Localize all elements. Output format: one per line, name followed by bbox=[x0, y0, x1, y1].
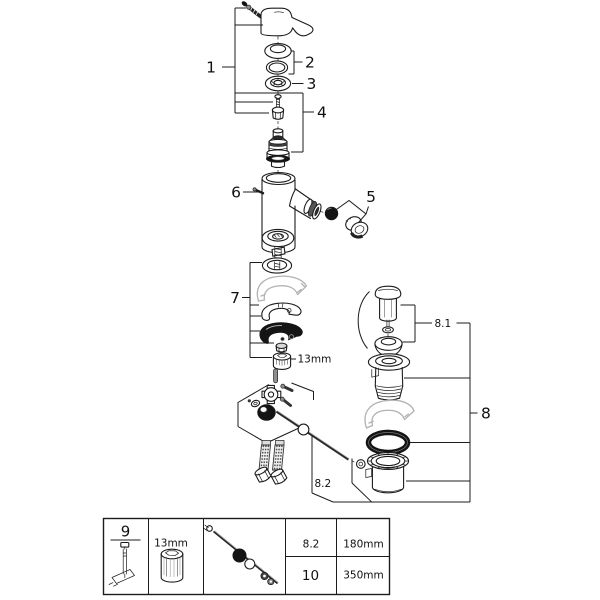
legend-table: 9 13mm bbox=[102, 517, 391, 596]
callout-8-2: 8.2 bbox=[315, 478, 332, 490]
pull-rod bbox=[275, 410, 366, 469]
legend-tool-ref: 9 bbox=[121, 523, 131, 541]
socket-icon bbox=[160, 548, 184, 583]
callout-labels: 1 2 3 4 5 6 7 8 8.1 8.2 13mm bbox=[206, 54, 491, 491]
mounting-clamp-lower bbox=[259, 322, 303, 344]
guide-pin bbox=[273, 368, 279, 384]
legend-row2-length: 350mm bbox=[343, 570, 384, 582]
drain-flange bbox=[367, 353, 411, 401]
legend-row1-length: 180mm bbox=[343, 539, 384, 551]
mounting-rosette bbox=[261, 228, 295, 248]
connection-hoses bbox=[254, 440, 288, 485]
callout-5: 5 bbox=[366, 188, 376, 206]
horseshoe-washer-ghost bbox=[256, 275, 308, 302]
drain-horseshoe-ghost bbox=[364, 399, 415, 429]
fixing-nut bbox=[271, 106, 285, 120]
callout-1: 1 bbox=[206, 59, 216, 77]
mounting-hex-nut bbox=[275, 342, 288, 353]
callout-lines bbox=[222, 7, 478, 503]
drain-o-ring bbox=[365, 429, 411, 456]
drain-body bbox=[365, 452, 410, 494]
legend-row1-ref: 8.2 bbox=[303, 539, 320, 551]
legend-cell-tool: 9 bbox=[108, 523, 141, 587]
cap-ring bbox=[264, 43, 292, 59]
centerline-dashes bbox=[277, 36, 389, 463]
mounting-stud-icon bbox=[108, 541, 135, 587]
lever-handle bbox=[260, 7, 314, 37]
aerator-assembly bbox=[324, 206, 369, 239]
legend-cell-lengths: 8.2 180mm 10 350mm bbox=[302, 539, 384, 585]
cartridge bbox=[265, 128, 290, 169]
fixing-screw bbox=[274, 94, 282, 108]
base-gasket bbox=[261, 257, 293, 274]
faucet-body bbox=[252, 171, 322, 254]
legend-socket-size: 13mm bbox=[154, 538, 188, 550]
socket-13mm-tool bbox=[272, 352, 292, 370]
mounting-clamp-upper bbox=[261, 302, 302, 321]
dome-ring bbox=[264, 75, 292, 92]
o-ring bbox=[265, 60, 289, 75]
threaded-shank bbox=[271, 246, 286, 262]
callout-4: 4 bbox=[317, 104, 327, 122]
legend-cell-rod bbox=[203, 524, 279, 586]
callout-7: 7 bbox=[230, 289, 240, 307]
callout-2: 2 bbox=[305, 54, 315, 72]
pull-rod-icon bbox=[203, 524, 279, 586]
handle-screw bbox=[241, 1, 263, 19]
pivot-linkage bbox=[237, 382, 314, 444]
callout-8-1: 8.1 bbox=[435, 318, 452, 330]
legend-cell-socket: 13mm bbox=[154, 538, 188, 583]
callout-6: 6 bbox=[231, 184, 241, 202]
legend-row2-ref: 10 bbox=[302, 568, 319, 584]
drain-plug bbox=[357, 285, 403, 357]
callout-8: 8 bbox=[481, 405, 491, 423]
socket-size-label: 13mm bbox=[298, 354, 332, 366]
callout-3: 3 bbox=[307, 75, 317, 93]
